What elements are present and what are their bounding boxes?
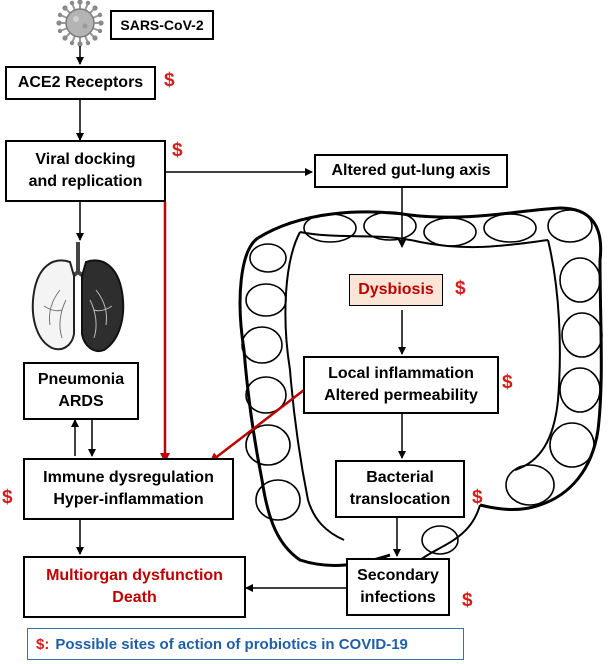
probiotic-marker-secondary: $ — [462, 590, 473, 611]
gut-lung-axis-node: Altered gut-lung axis — [314, 154, 508, 188]
bacterial-translocation-line-2: translocation — [349, 491, 451, 508]
probiotic-marker-inflammation: $ — [502, 372, 513, 393]
sars-cov-2-node: SARS-CoV-2 — [110, 10, 214, 40]
dysbiosis-node: Dysbiosis — [349, 274, 443, 306]
legend: $: Possible sites of action of probiotic… — [27, 628, 464, 660]
local-inflammation-node: Local inflammation Altered permeability — [303, 356, 499, 414]
immune-dysregulation-line-2: Hyper-inflammation — [53, 491, 204, 508]
probiotic-marker-dysbiosis: $ — [455, 278, 466, 299]
multiorgan-line-2: Death — [112, 589, 157, 606]
colon-illustration — [238, 206, 603, 567]
local-inflammation-line-2: Altered permeability — [324, 387, 478, 404]
pneumonia-line-1: Pneumonia — [37, 371, 125, 388]
bacterial-translocation-node: Bacterial translocation — [335, 460, 465, 518]
legend-symbol: $: — [36, 635, 50, 653]
viral-docking-line-2: and replication — [28, 173, 143, 190]
bacterial-translocation-line-1: Bacterial — [366, 469, 434, 486]
dysbiosis-label: Dysbiosis — [358, 281, 434, 298]
sars-cov-2-label: SARS-CoV-2 — [120, 17, 204, 33]
ace2-receptors-label: ACE2 Receptors — [17, 74, 144, 91]
pneumonia-line-2: ARDS — [58, 393, 104, 410]
virus-icon — [56, 0, 104, 47]
multiorgan-line-1: Multiorgan dysfunction — [46, 567, 223, 584]
probiotic-marker-immune: $ — [2, 487, 13, 508]
probiotic-marker-translocation: $ — [472, 487, 483, 508]
secondary-infections-line-1: Secondary — [357, 567, 439, 584]
probiotic-marker-ace2: $ — [164, 70, 175, 91]
viral-docking-line-1: Viral docking — [35, 151, 136, 168]
probiotic-marker-viral: $ — [172, 140, 183, 161]
viral-docking-node: Viral docking and replication — [5, 140, 166, 202]
multiorgan-dysfunction-node: Multiorgan dysfunction Death — [23, 556, 246, 618]
immune-dysregulation-line-1: Immune dysregulation — [43, 469, 214, 486]
legend-text: Possible sites of action of probiotics i… — [55, 635, 408, 653]
pneumonia-ards-node: Pneumonia ARDS — [23, 362, 139, 420]
ace2-receptors-node: ACE2 Receptors — [5, 66, 156, 100]
secondary-infections-node: Secondary infections — [346, 558, 450, 616]
lungs-icon — [31, 242, 125, 352]
immune-dysregulation-node: Immune dysregulation Hyper-inflammation — [23, 458, 234, 520]
local-inflammation-line-1: Local inflammation — [328, 365, 474, 382]
gut-lung-axis-label: Altered gut-lung axis — [331, 162, 491, 179]
secondary-infections-line-2: infections — [360, 589, 436, 606]
